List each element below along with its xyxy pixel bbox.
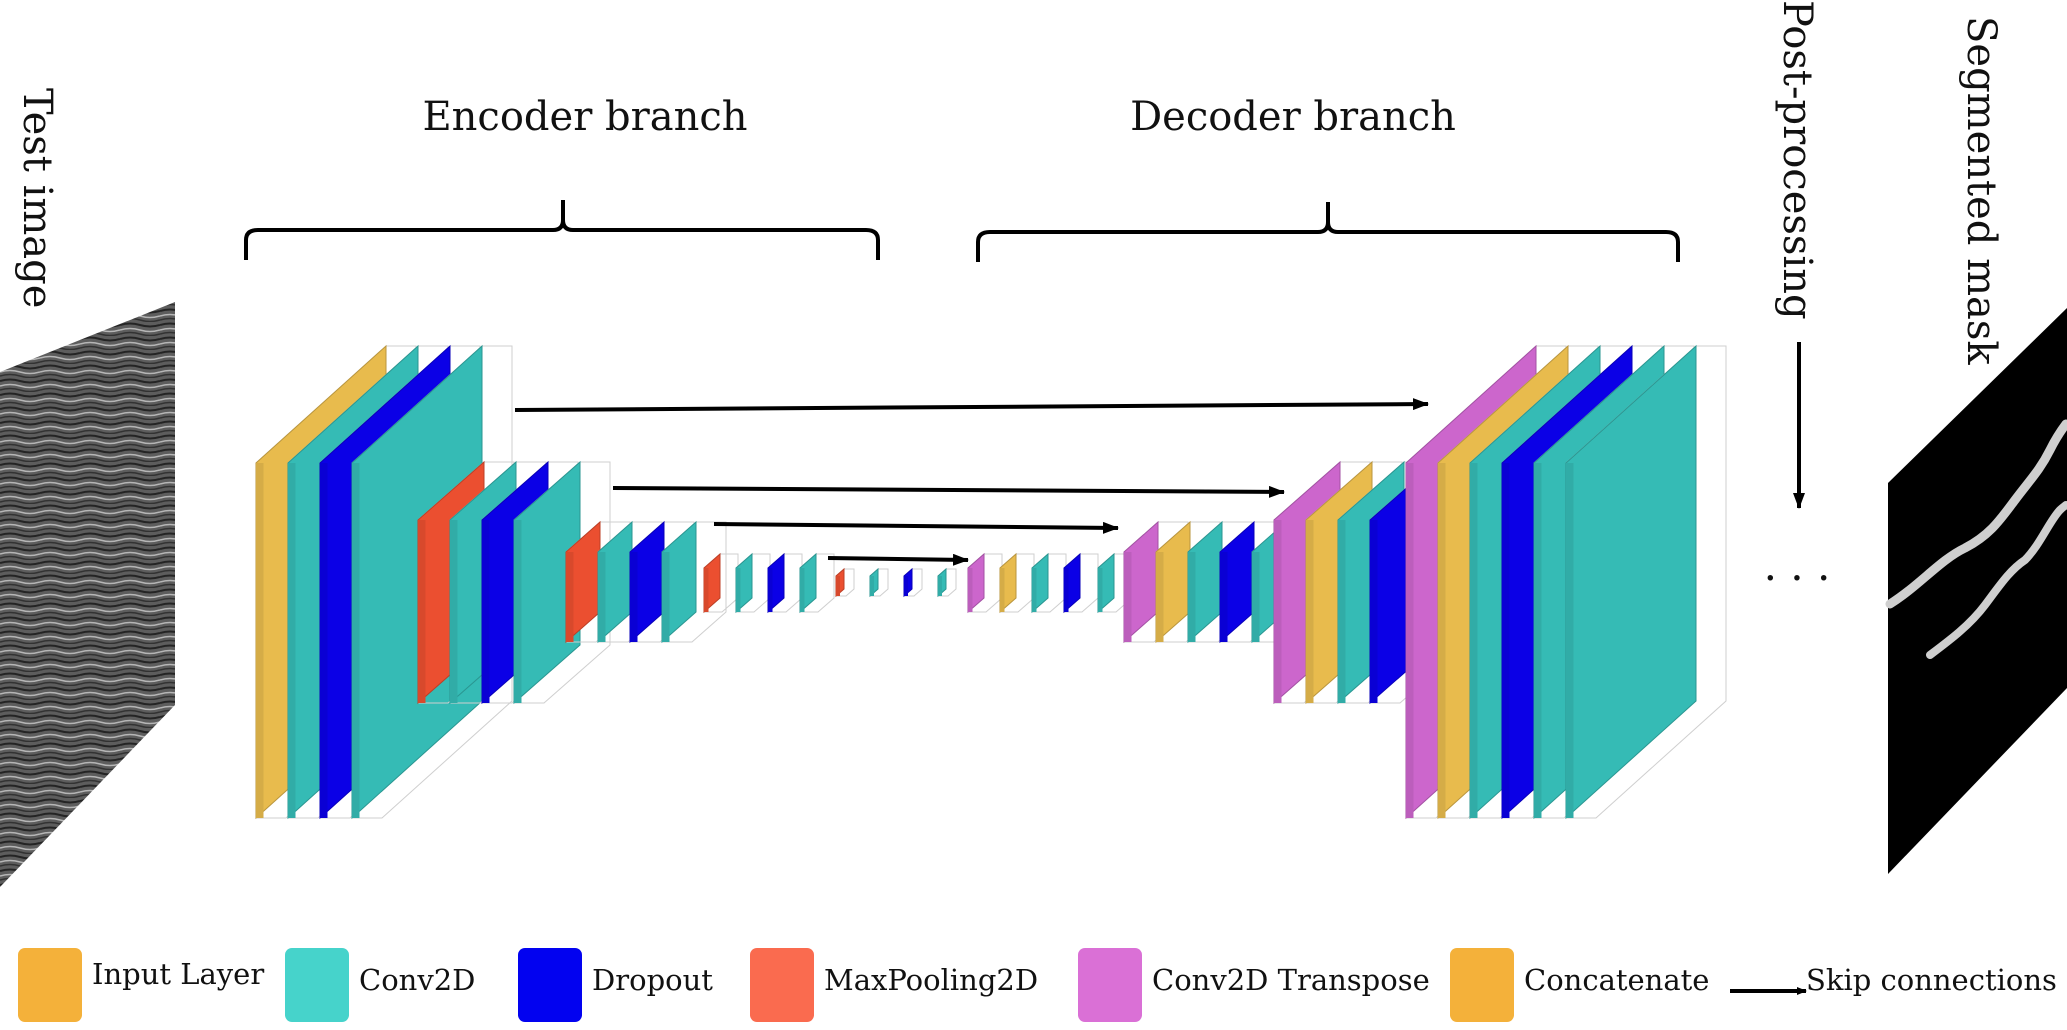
legend-label: Skip connections (1806, 963, 2057, 997)
conv2d-layer-edge (1470, 463, 1478, 818)
dropout-layer-edge (1502, 463, 1510, 818)
decoder-branch-title: Decoder branch (1130, 94, 1456, 140)
ellipsis-text: . . . (1764, 541, 1831, 590)
dropout-layer-edge (768, 568, 773, 612)
post-processing-label: Post-processing (1774, 0, 1820, 320)
maxpooling2d-layer-edge (704, 568, 709, 612)
mask-crack-line-2 (1926, 501, 2067, 659)
conv2d-transpose-layer-edge (1274, 520, 1282, 703)
legend-label: MaxPooling2D (824, 963, 1038, 997)
conv2d-transpose-layer-edge (1406, 463, 1414, 818)
conv2d-layer-edge (1534, 463, 1542, 818)
input-layer-edge (256, 463, 264, 818)
encoder-brace (244, 200, 880, 260)
legend-label: Conv2D Transpose (1152, 963, 1430, 997)
network-layers (255, 344, 1727, 820)
test-image-shading (0, 302, 175, 887)
dropout-layer-edge (1064, 568, 1069, 612)
conv2d-transpose-layer (967, 552, 1003, 614)
conv2d-layer-edge (1098, 568, 1103, 612)
conv2d-transpose-layer-edge (968, 568, 973, 612)
conv2d-layer-edge (352, 463, 360, 818)
input-layer-edge (1000, 568, 1005, 612)
conv2d-layer-edge (800, 568, 805, 612)
dropout-layer (903, 567, 923, 598)
legend-item: Skip connections (1730, 963, 2057, 997)
skip-connection-arrow-2 (612, 485, 1285, 498)
skip-connection-arrow-1 (514, 398, 1429, 412)
conv2d-layer (661, 520, 727, 644)
dropout-layer-edge (482, 520, 490, 703)
conv2d-layer-edge (1338, 520, 1346, 703)
legend-swatch (750, 948, 814, 1022)
test-image-thumbnail (0, 302, 175, 887)
legend-swatch (1078, 948, 1142, 1022)
skip-connection-arrow-3 (713, 521, 1119, 534)
legend: Input Layer Conv2D Dropout MaxPooling2D Conv… (18, 948, 2057, 1022)
maxpooling2d-layer (703, 552, 739, 614)
conv2d-layer-edge (736, 568, 741, 612)
conv2d-layer (1097, 552, 1133, 614)
conv2d-layer-edge (938, 576, 942, 596)
skip-connection-arrow-4 (827, 553, 969, 566)
dropout-layer (1063, 552, 1099, 614)
legend-label: Conv2D (359, 963, 475, 997)
test-image-label: Test image (14, 88, 60, 308)
conv2d-transpose-layer-edge (1124, 552, 1132, 642)
mask-crack-line-1 (1885, 419, 2067, 609)
input-layer-edge (1306, 520, 1314, 703)
conv2d-layer-edge (288, 463, 296, 818)
legend-swatch (1450, 948, 1514, 1022)
legend-item: Conv2D (285, 948, 475, 1022)
conv2d-layer (799, 552, 835, 614)
maxpooling2d-layer-edge (566, 552, 574, 642)
segmented-mask-thumbnail (1888, 308, 2067, 874)
maxpooling2d-layer-edge (418, 520, 426, 703)
dropout-layer (767, 552, 803, 614)
input-layer (999, 552, 1035, 614)
legend-item: Conv2D Transpose (1078, 948, 1430, 1022)
decoder-brace (976, 202, 1680, 262)
conv2d-layer (937, 567, 957, 598)
legend-item: Concatenate (1450, 948, 1709, 1022)
legend-item: MaxPooling2D (750, 948, 1038, 1022)
legend-item: Input Layer (18, 948, 264, 1022)
conv2d-layer-edge (598, 552, 606, 642)
legend-swatch (518, 948, 582, 1022)
conv2d-layer (1565, 344, 1727, 820)
legend-swatch (18, 948, 82, 1022)
legend-swatch (285, 948, 349, 1022)
legend-label: Dropout (592, 963, 713, 997)
conv2d-layer-edge (1032, 568, 1037, 612)
dropout-layer-edge (904, 576, 908, 596)
conv2d-layer-edge (1188, 552, 1196, 642)
conv2d-layer-edge (514, 520, 522, 703)
input-layer-edge (1156, 552, 1164, 642)
conv2d-layer (869, 567, 889, 598)
conv2d-layer (1031, 552, 1067, 614)
legend-item: Dropout (518, 948, 713, 1022)
maxpooling2d-layer-edge (836, 576, 840, 596)
conv2d-layer (513, 460, 611, 705)
conv2d-layer-edge (870, 576, 874, 596)
maxpooling2d-layer (835, 567, 855, 598)
dropout-layer-edge (320, 463, 328, 818)
conv2d-layer-edge (662, 552, 670, 642)
encoder-branch-title: Encoder branch (422, 94, 747, 140)
dropout-layer-edge (1370, 520, 1378, 703)
segmented-mask-label: Segmented mask (1958, 16, 2004, 365)
conv2d-layer (735, 552, 771, 614)
conv2d-layer-edge (450, 520, 458, 703)
dropout-layer-edge (1220, 552, 1228, 642)
input-layer-edge (1438, 463, 1446, 818)
dropout-layer-edge (630, 552, 638, 642)
legend-label: Concatenate (1524, 963, 1709, 997)
legend-label: Input Layer (92, 957, 264, 991)
conv2d-layer-edge (1566, 463, 1574, 818)
conv2d-layer-edge (1252, 552, 1260, 642)
